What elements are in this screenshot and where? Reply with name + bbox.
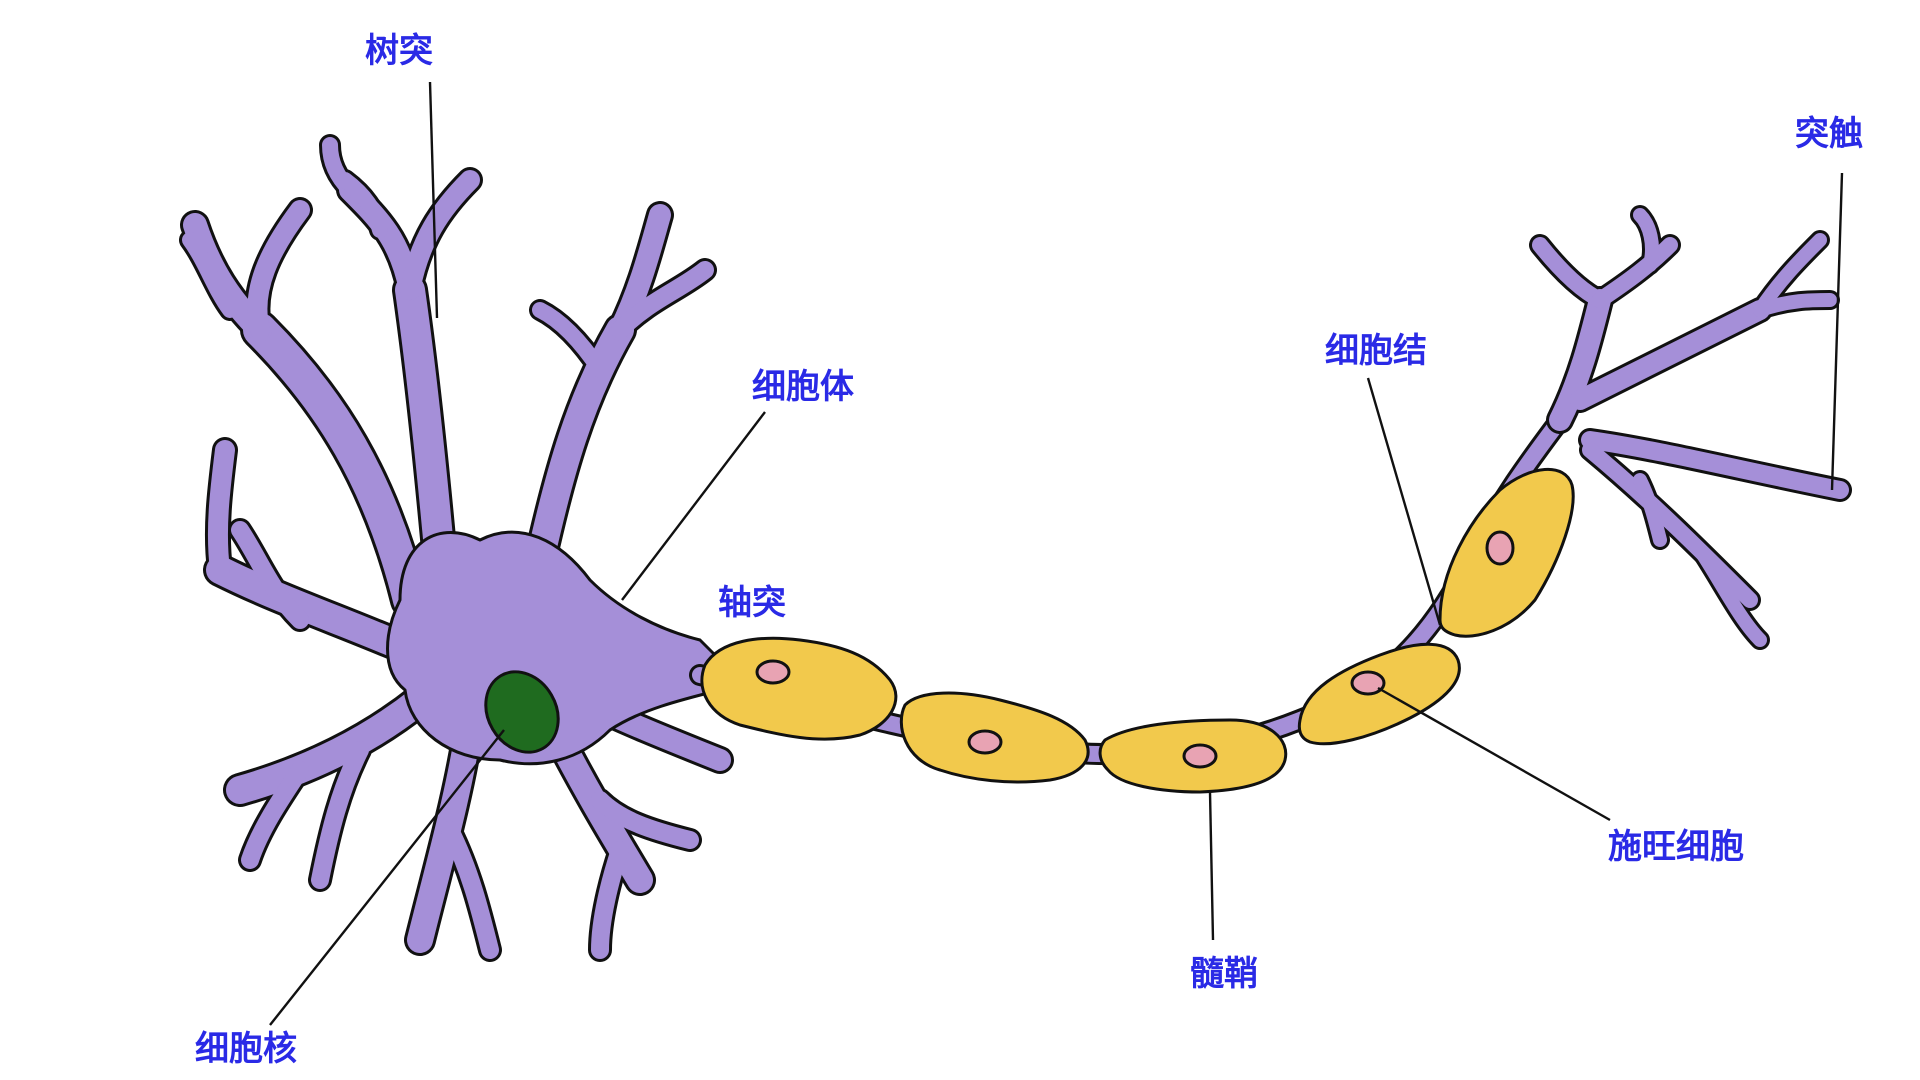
dendrite-fill bbox=[182, 137, 731, 959]
leader-nucleus bbox=[269, 729, 505, 1026]
label-synapse: 突触 bbox=[1795, 114, 1863, 154]
dendrite-tree bbox=[179, 134, 734, 962]
terminal-outline bbox=[1529, 205, 1852, 650]
label-nucleus: 细胞核 bbox=[195, 1029, 297, 1069]
schwann-cell-5 bbox=[1438, 468, 1575, 638]
cell-nucleus bbox=[484, 670, 560, 754]
terminal-fill bbox=[1532, 208, 1849, 647]
diagram-labels: 树突 细胞体 轴突 细胞核 细胞结 髓鞘 施旺细胞 突触 bbox=[195, 31, 1863, 1069]
label-soma: 细胞体 bbox=[752, 367, 854, 407]
label-dendrite: 树突 bbox=[365, 31, 433, 71]
schwann-cell-2 bbox=[899, 691, 1090, 784]
leader-myelin bbox=[1208, 791, 1215, 941]
axon-terminals bbox=[1529, 205, 1852, 650]
cell-body bbox=[386, 530, 722, 766]
leader-soma bbox=[621, 411, 766, 601]
leader-node bbox=[1366, 377, 1442, 626]
leader-dendrite bbox=[428, 81, 439, 319]
leader-schwann bbox=[1377, 686, 1611, 822]
label-axon: 轴突 bbox=[718, 583, 786, 623]
myelin-sheath bbox=[700, 468, 1575, 794]
schwann-cell-4 bbox=[1297, 642, 1461, 746]
schwann-cell-3 bbox=[1098, 718, 1288, 794]
label-schwann: 施旺细胞 bbox=[1608, 827, 1744, 867]
label-myelin: 髓鞘 bbox=[1190, 954, 1258, 994]
label-leader-lines bbox=[269, 81, 1844, 1026]
label-node: 细胞结 bbox=[1325, 331, 1427, 371]
schwann-cell-1 bbox=[700, 636, 898, 741]
leader-synapse bbox=[1830, 172, 1844, 491]
